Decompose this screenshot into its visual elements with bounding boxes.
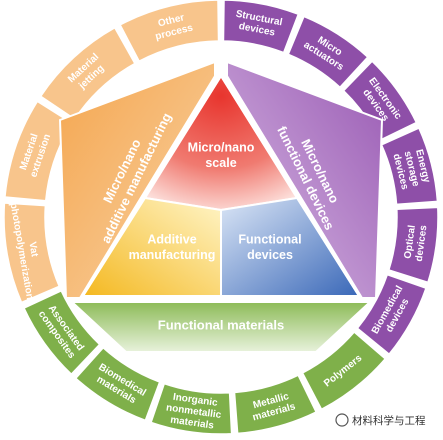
right-panel xyxy=(226,60,384,299)
device-label-line: Optical xyxy=(403,224,418,259)
material-segment xyxy=(301,330,387,411)
process-segment xyxy=(3,202,61,304)
process-segment xyxy=(4,100,74,202)
device-segment xyxy=(342,60,418,142)
center-triangle-outline xyxy=(81,74,361,297)
device-label-line: devices xyxy=(414,224,430,262)
center-top-label-line: Micro/nano xyxy=(188,141,255,155)
material-segment xyxy=(233,374,318,435)
process-label-line: Vat xyxy=(26,241,39,258)
process-segment xyxy=(39,26,136,121)
center-right-label-line: devices xyxy=(247,248,293,262)
material-segment xyxy=(23,289,101,376)
center-right-label-line: Functional xyxy=(238,233,301,247)
device-segment xyxy=(222,0,300,54)
bottom-panel xyxy=(69,301,373,353)
watermark-text: 材料科学与工程 xyxy=(352,414,426,427)
process-segment xyxy=(119,0,220,63)
center-left-label-line: manufacturing xyxy=(129,248,216,262)
material-segment xyxy=(74,346,161,422)
center-top-label-line: scale xyxy=(205,156,236,170)
wechat-icon xyxy=(335,413,349,427)
bottom-panel-label: Functional materials xyxy=(158,317,284,332)
left-panel xyxy=(58,60,216,299)
device-segment xyxy=(287,15,369,89)
watermark: 材料科学与工程 xyxy=(335,413,426,427)
bottom-panel-label-line: Functional materials xyxy=(158,317,284,332)
center-left-label-line: Additive xyxy=(147,233,196,247)
device-segment xyxy=(356,273,427,356)
device-segment xyxy=(387,206,439,284)
device-segment xyxy=(380,127,439,206)
material-segment xyxy=(150,382,233,435)
